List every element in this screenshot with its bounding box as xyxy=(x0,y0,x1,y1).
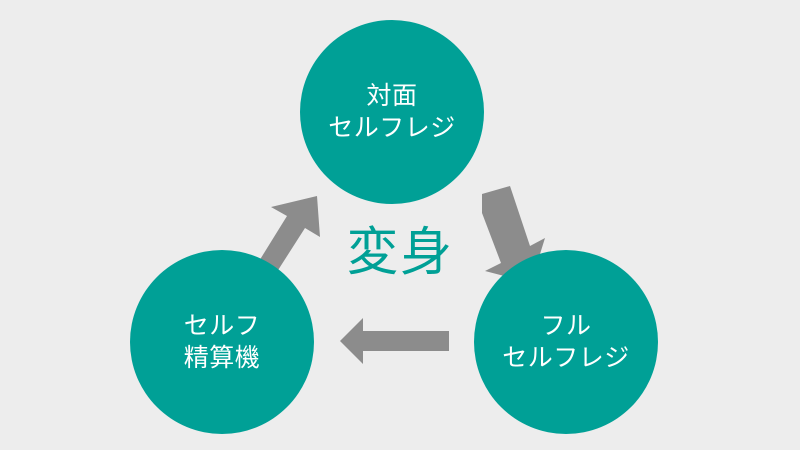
node-taimen-self-reji-line2: セルフレジ xyxy=(328,114,456,142)
node-full-self-reji-line2: セルフレジ xyxy=(502,344,630,372)
node-taimen-self-reji[interactable]: 対面 セルフレジ xyxy=(300,20,484,204)
arrow-left-to-top-icon xyxy=(256,196,320,278)
arrow-right-to-left-icon xyxy=(340,318,449,364)
center-title: 変身 xyxy=(346,224,454,282)
node-self-seisanki[interactable]: セルフ 精算機 xyxy=(130,250,314,434)
node-self-seisanki-line2: 精算機 xyxy=(183,344,261,372)
node-full-self-reji-line1: フル xyxy=(540,311,592,340)
node-full-self-reji[interactable]: フル セルフレジ xyxy=(474,250,658,434)
node-taimen-self-reji-line1: 対面 xyxy=(366,81,418,110)
node-self-seisanki-line1: セルフ xyxy=(183,311,261,340)
